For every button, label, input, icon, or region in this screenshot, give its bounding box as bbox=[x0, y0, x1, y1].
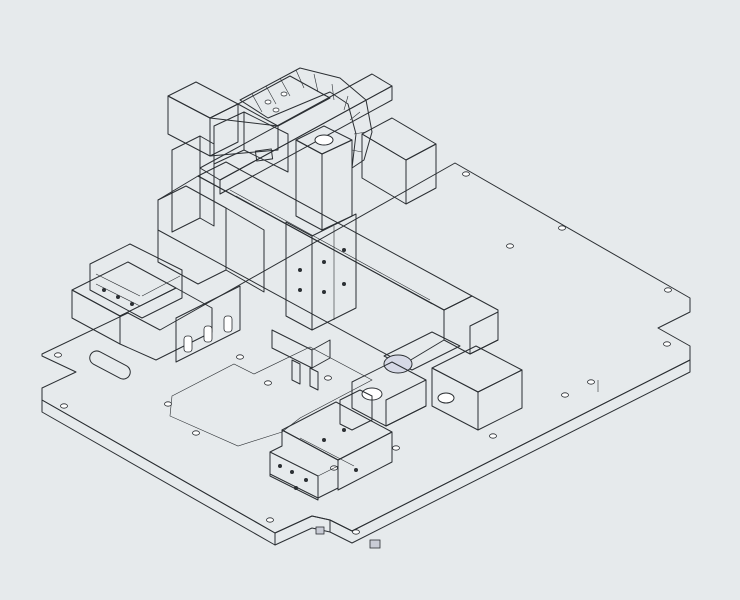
feeder-bracket bbox=[175, 285, 241, 363]
z-slide-screws bbox=[298, 248, 346, 294]
base-plate bbox=[41, 162, 691, 549]
gantry-upright-left-side bbox=[199, 135, 215, 227]
y-axis-linear-module bbox=[167, 67, 373, 173]
gantry-back-beam-front bbox=[219, 85, 393, 195]
plate-pocket bbox=[169, 346, 373, 447]
plate-seam-front bbox=[311, 515, 331, 521]
base-plate-top bbox=[41, 162, 691, 534]
rotary-actuator bbox=[339, 361, 427, 431]
feeder-screws bbox=[102, 288, 134, 306]
x-left-support-side bbox=[225, 207, 265, 293]
y-motor-front bbox=[167, 95, 211, 157]
z-axis-slide bbox=[271, 125, 357, 391]
connector-icon bbox=[254, 148, 274, 162]
parallel-gripper bbox=[271, 329, 331, 391]
feeder-carriage-detail bbox=[95, 273, 181, 307]
x-beam-end-cap bbox=[469, 311, 499, 355]
right-cylinder-unit bbox=[383, 331, 523, 431]
rear-right-block-top bbox=[361, 117, 437, 161]
z-slide-front bbox=[285, 221, 313, 331]
y-motor-top bbox=[167, 81, 239, 119]
z-slide-side bbox=[311, 213, 357, 331]
gantry-frame bbox=[171, 73, 437, 233]
gantry-upright-left bbox=[171, 135, 201, 233]
right-unit-port bbox=[437, 392, 455, 404]
front-gripper-slide bbox=[269, 401, 393, 501]
y-motor-endcap-face bbox=[243, 111, 289, 173]
front-slide-top bbox=[281, 401, 393, 461]
x-beam-top bbox=[197, 161, 473, 311]
z-column-front bbox=[295, 139, 323, 231]
rear-right-block-side bbox=[405, 143, 437, 205]
rotary-bracket bbox=[339, 389, 373, 431]
front-slide-side bbox=[337, 431, 393, 491]
cable-chain bbox=[239, 67, 373, 169]
gripper-finger-left bbox=[291, 359, 301, 385]
z-column-bore bbox=[314, 134, 334, 146]
plate-slot bbox=[89, 350, 131, 380]
feeder-carriage bbox=[89, 243, 183, 319]
plate-holes bbox=[54, 171, 672, 535]
front-slide-front bbox=[269, 451, 319, 501]
y-rail-front bbox=[209, 117, 279, 157]
gripper-finger-right bbox=[309, 367, 319, 391]
feeder-base-side bbox=[119, 287, 213, 361]
bracket-slots bbox=[183, 315, 233, 353]
plate-feet bbox=[315, 526, 381, 549]
front-slide-screws bbox=[278, 428, 358, 490]
front-slide-seam bbox=[299, 437, 355, 477]
right-unit-side bbox=[477, 369, 523, 431]
x-axis-linear-module bbox=[157, 161, 499, 365]
y-rail-top bbox=[237, 75, 331, 127]
left-feeder-slide bbox=[71, 243, 241, 363]
z-column-top bbox=[295, 125, 353, 155]
base-plate-side bbox=[41, 399, 276, 546]
